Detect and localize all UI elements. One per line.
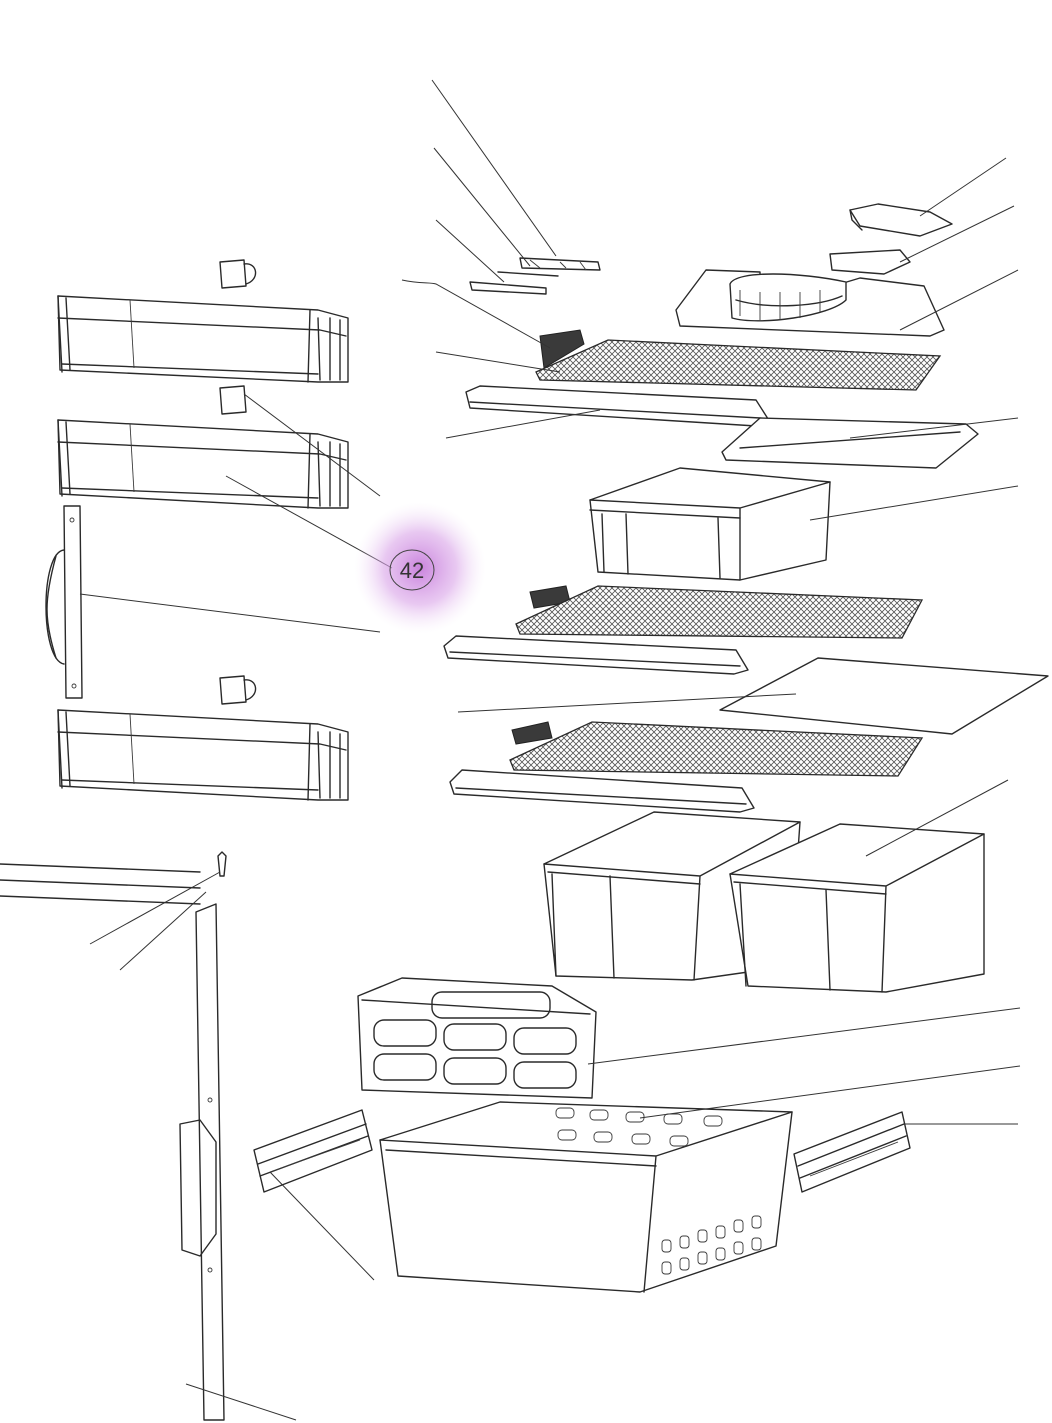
door-bin-middle (57, 385, 349, 509)
slide-rail-left (253, 1109, 373, 1193)
door-bin-bottom (57, 675, 349, 801)
freezer-divider (357, 977, 597, 1099)
freezer-basket (379, 1101, 793, 1293)
glass-shelf-middle (443, 585, 924, 675)
glass-panel (719, 657, 1049, 735)
crisper-drawer-pair (543, 811, 985, 993)
door-frame-trim (0, 851, 227, 1421)
callout-highlight (354, 502, 486, 634)
slide-rail-right (793, 1111, 911, 1193)
leader-lines (79, 79, 1021, 1421)
shelf-frame-small (721, 417, 979, 469)
callout-ring (389, 549, 435, 591)
glass-shelf-bottom (449, 721, 924, 813)
door-handle (45, 505, 83, 699)
crisper-drawer-top (589, 467, 831, 581)
glass-shelf-top (465, 339, 942, 427)
door-bin-top (57, 259, 349, 383)
callout-42[interactable]: 42 (354, 502, 486, 634)
callout-number: 42 (400, 558, 424, 583)
light-cover-parts (469, 257, 601, 369)
fan-cover (675, 203, 953, 337)
